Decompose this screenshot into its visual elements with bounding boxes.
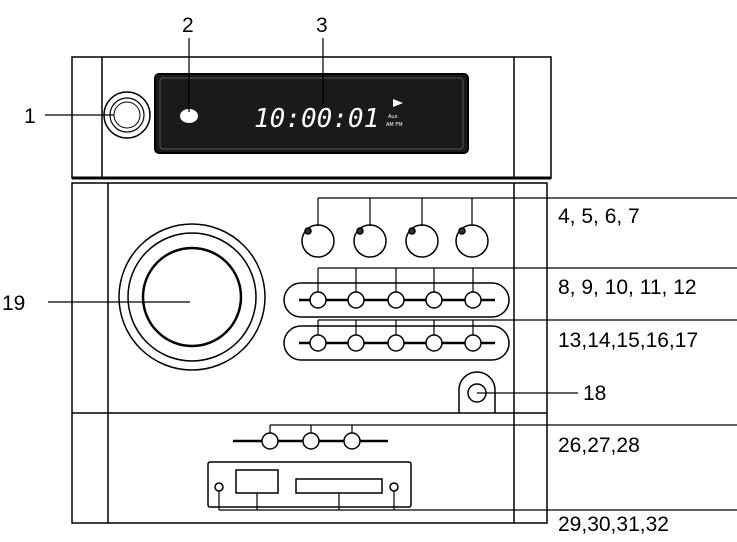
button-10 [387, 291, 405, 309]
display-indicator-top: Aux [388, 114, 398, 120]
main-unit [71, 182, 548, 524]
port-31 [295, 478, 383, 494]
display-window: 10:00:01 Aux AM FM [154, 73, 469, 154]
button-26 [261, 432, 279, 450]
callout-4-7: 4, 5, 6, 7 [558, 205, 640, 228]
button-bar-lower [283, 325, 510, 361]
button-28 [343, 432, 361, 450]
port-32 [389, 482, 399, 492]
button-12 [464, 291, 482, 309]
callout-labels: 1 2 3 19 4, 5, 6, 7 8, 9, 10, 11, 12 13,… [2, 14, 698, 536]
lower-buttons [233, 432, 388, 450]
callout-19: 19 [2, 292, 25, 315]
callout-8-12: 8, 9, 10, 11, 12 [558, 276, 697, 299]
main-unit-outline [71, 182, 548, 524]
port-29 [214, 482, 224, 492]
callout-26-28: 26,27,28 [558, 434, 640, 457]
function-knobs [301, 224, 489, 258]
volume-knob [118, 223, 266, 371]
play-indicator-icon [393, 99, 403, 107]
port-30 [235, 469, 279, 494]
button-17 [464, 334, 482, 352]
button-14 [347, 334, 365, 352]
button-8 [309, 291, 327, 309]
button-16 [425, 334, 443, 352]
button-27 [302, 432, 320, 450]
port-panel [207, 461, 412, 508]
button-13 [309, 334, 327, 352]
button-11 [425, 291, 443, 309]
button-9 [347, 291, 365, 309]
callout-2: 2 [182, 14, 194, 37]
callout-29-32: 29,30,31,32 [558, 513, 669, 536]
top-unit [71, 56, 552, 180]
leader-lines [45, 38, 737, 511]
callout-1: 1 [24, 105, 36, 128]
display-time: 10:00:01 [254, 104, 379, 134]
display-indicator-bottom: AM FM [386, 122, 403, 128]
callout-18: 18 [583, 382, 606, 405]
callout-13-17: 13,14,15,16,17 [558, 329, 698, 352]
callout-3: 3 [316, 14, 328, 37]
button-15 [387, 334, 405, 352]
display-sensor-icon [180, 109, 198, 123]
